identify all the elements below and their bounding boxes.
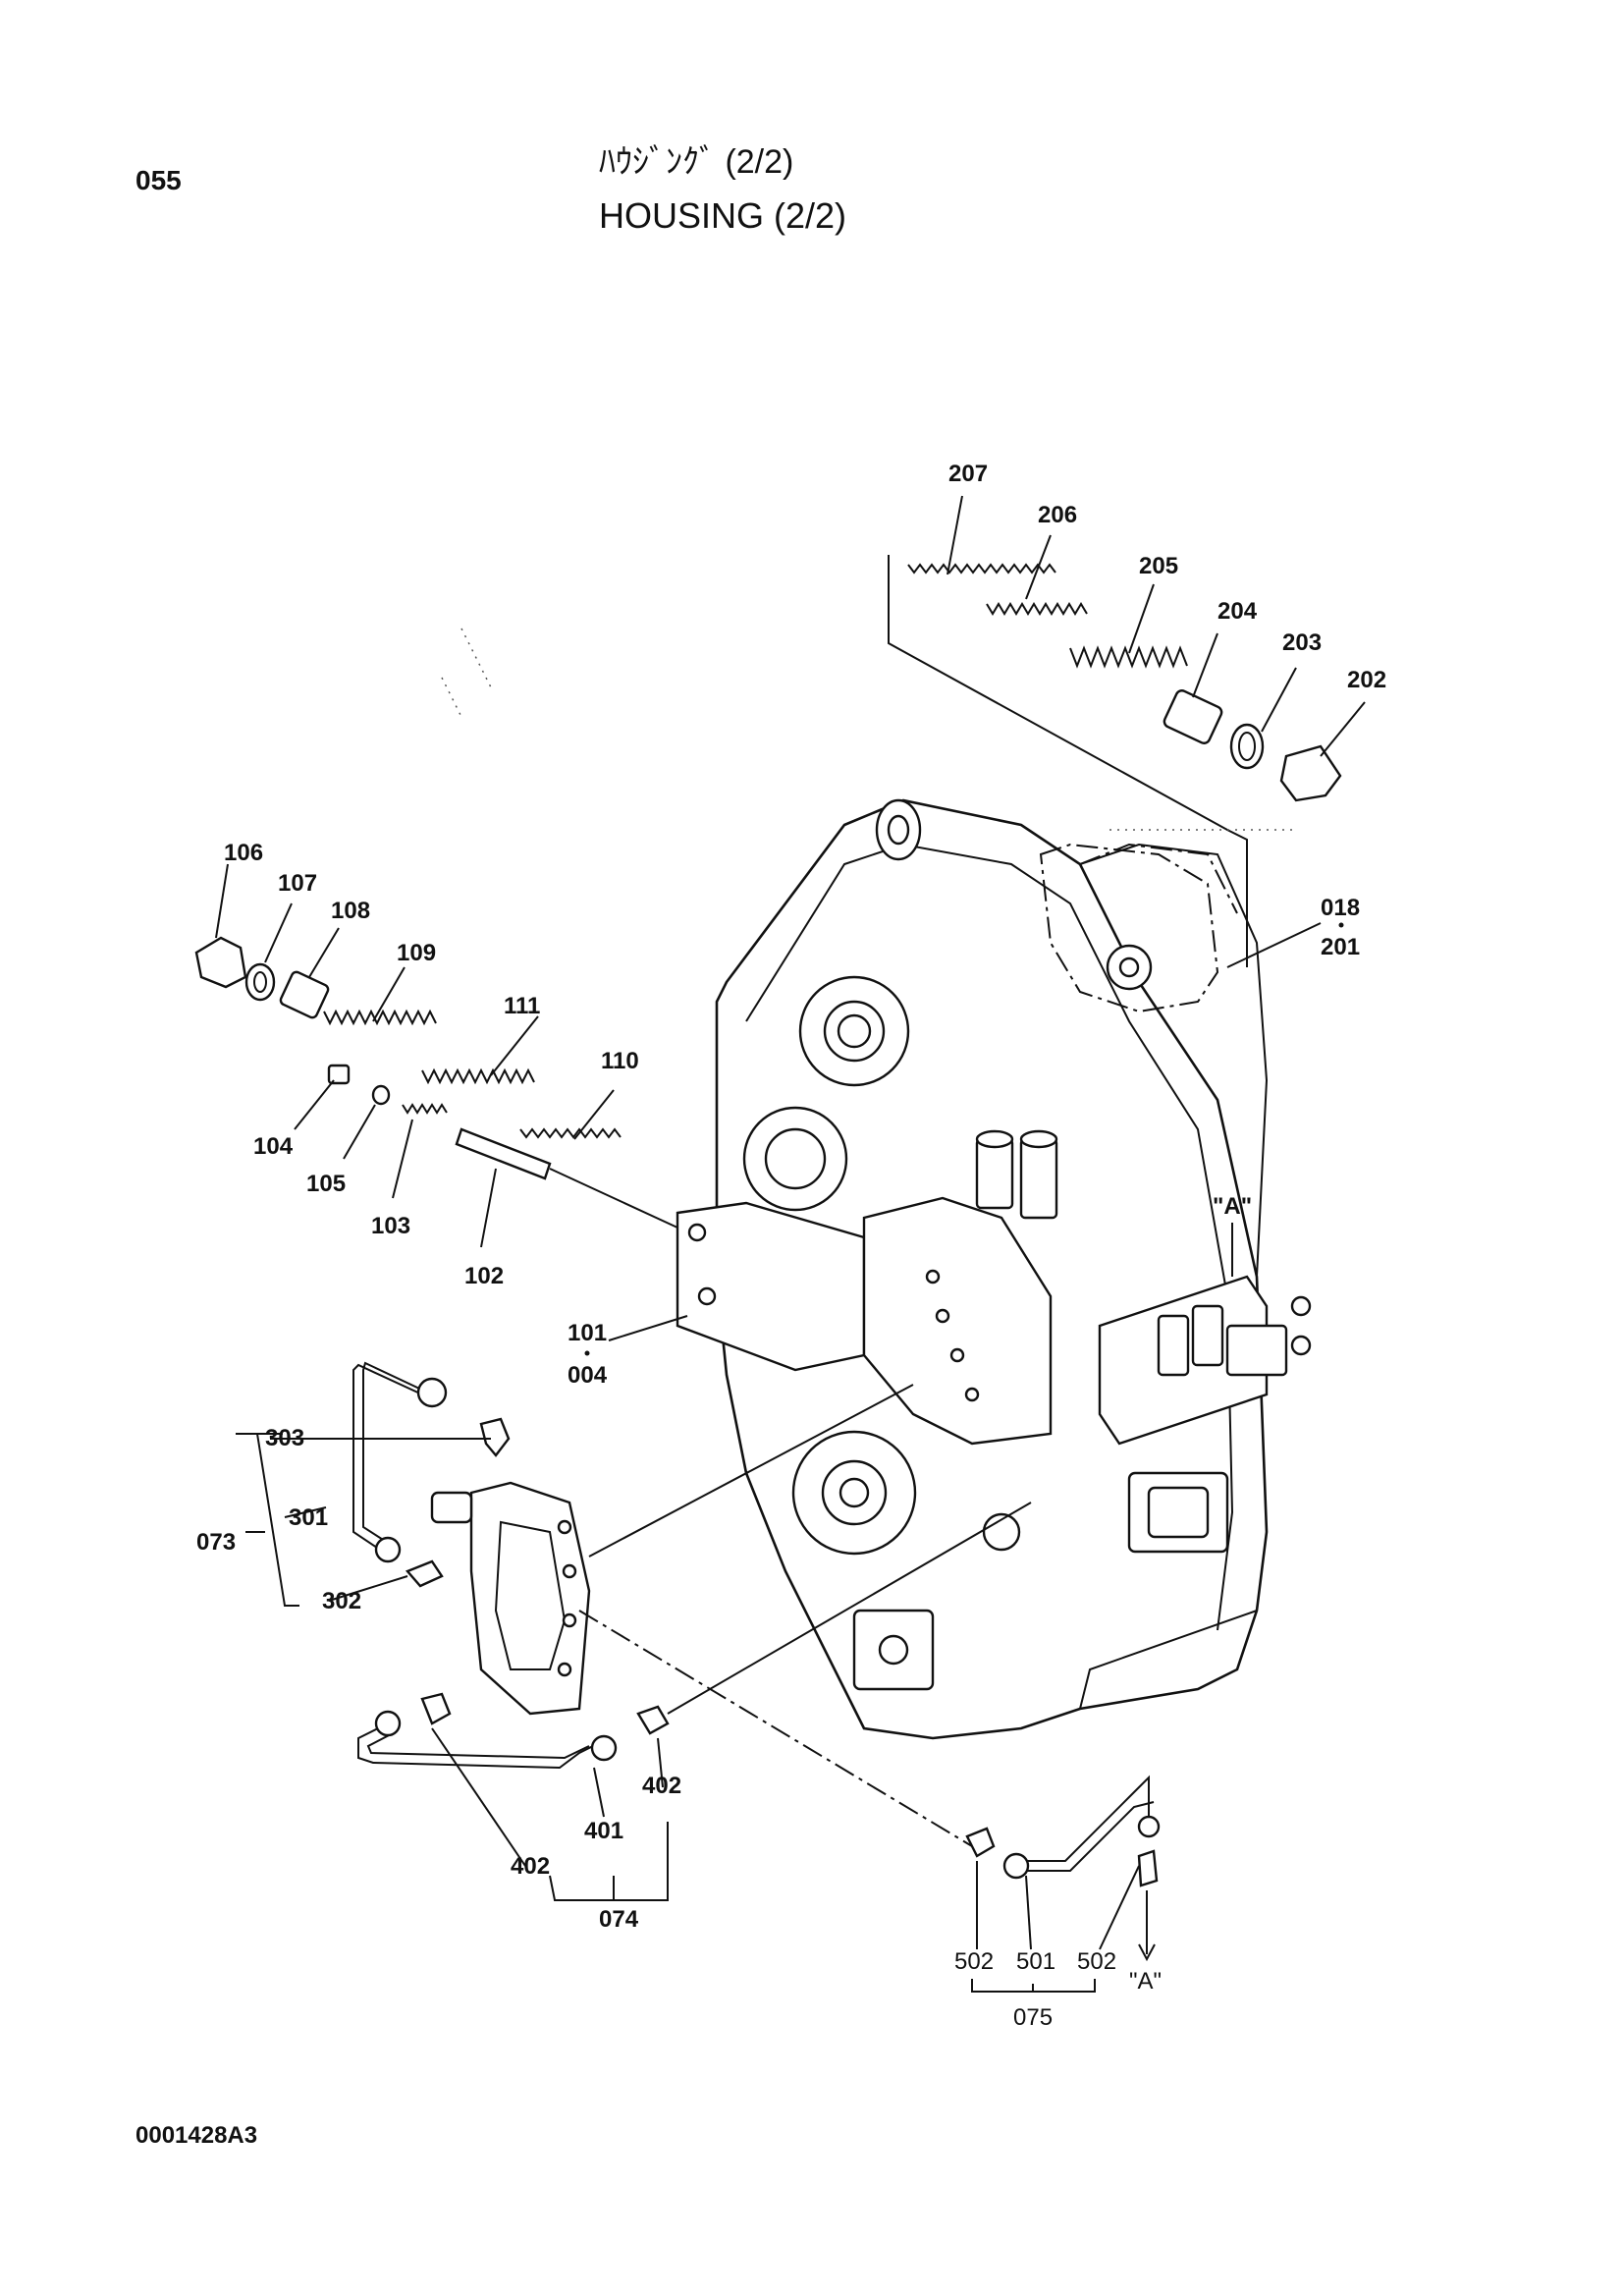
pipe-assembly-074: 402 401 402 074 [357,1502,1032,1933]
callout-202: 202 [1347,667,1386,693]
elbow-303 [479,1417,511,1457]
plug-108 [279,970,330,1019]
spring-110 [519,1127,622,1139]
title-japanese: ﾊｳｼﾞﾝｸﾞ (2/2) [599,143,794,181]
callout-401: 401 [584,1818,623,1844]
plug-106 [194,936,247,989]
pipe-assembly-073: 303 301 073 302 [196,1361,914,1716]
spring-205 [1069,645,1188,669]
callout-301: 301 [289,1504,328,1531]
pipe-301 [352,1363,423,1553]
control-valve-body [676,1201,866,1372]
connector-502-left [965,1827,996,1858]
callout-101: 101 [568,1320,607,1346]
callout-402-left: 402 [511,1853,550,1880]
callout-108: 108 [331,898,370,924]
spool-102 [455,1127,552,1180]
callout-074: 074 [599,1906,639,1933]
spring-111 [421,1067,535,1085]
callout-075: 075 [1013,2004,1053,2031]
callout-206: 206 [1038,502,1077,528]
callout-004: 004 [568,1362,608,1389]
callout-207: 207 [948,461,988,487]
oring-107 [244,962,276,1002]
callout-107: 107 [278,870,317,897]
solenoid-2 [1019,1137,1058,1220]
drain-plug [982,1512,1021,1552]
callout-109: 109 [397,940,436,966]
callout-303: 303 [265,1425,304,1451]
plug-202 [1279,744,1342,802]
callout-502-left: 502 [954,1948,994,1975]
oring-105 [371,1084,391,1106]
connector-302 [405,1559,444,1588]
spring-103 [402,1103,448,1115]
housing-body [676,798,1312,1740]
callout-502-right: 502 [1077,1948,1116,1975]
callout-110: 110 [601,1048,639,1074]
plug-204 [1163,689,1223,744]
callout-111: 111 [504,993,540,1019]
drawing-code: 0001428A3 [135,2122,258,2149]
pipe-401 [357,1722,600,1770]
callout-402-right: 402 [642,1773,681,1799]
pipe-501-nut [1002,1852,1030,1880]
callout-104: 104 [253,1133,294,1160]
callout-102: 102 [464,1263,504,1289]
callout-203: 203 [1282,629,1322,656]
oring-203 [1229,723,1265,770]
valve-manifold [862,1196,1053,1446]
callout-018: 018 [1321,895,1360,921]
spring-206 [986,602,1088,616]
connector-502-right [1137,1849,1159,1887]
callout-501: 501 [1016,1948,1055,1975]
callout-201: 201 [1321,934,1360,960]
callout-204: 204 [1217,598,1258,625]
connector-402-left [420,1692,452,1725]
callout-205: 205 [1139,553,1178,579]
pipe-assembly-075: 502 501 502 "A" 075 [578,1610,1162,2031]
page-number: 055 [135,165,182,195]
plug-104 [327,1064,351,1085]
callout-a-housing: "A" [1213,1193,1252,1220]
parts-group-100: 106 107 108 109 111 110 104 105 103 102 … [194,840,1252,1389]
callout-a-connector: "A" [1129,1968,1162,1995]
callout-106: 106 [224,840,263,866]
spring-109 [323,1009,437,1026]
title-english: HOUSING (2/2) [599,195,847,236]
callout-073: 073 [196,1529,236,1556]
callout-302: 302 [322,1588,361,1614]
callout-103: 103 [371,1213,410,1239]
valve-block-small [469,1481,591,1716]
callout-105: 105 [306,1171,346,1197]
connector-402-right [636,1705,670,1735]
parts-group-200: 207 206 205 204 203 202 018 201 [888,461,1386,968]
solenoid-1 [975,1137,1014,1210]
spring-207 [907,563,1056,574]
